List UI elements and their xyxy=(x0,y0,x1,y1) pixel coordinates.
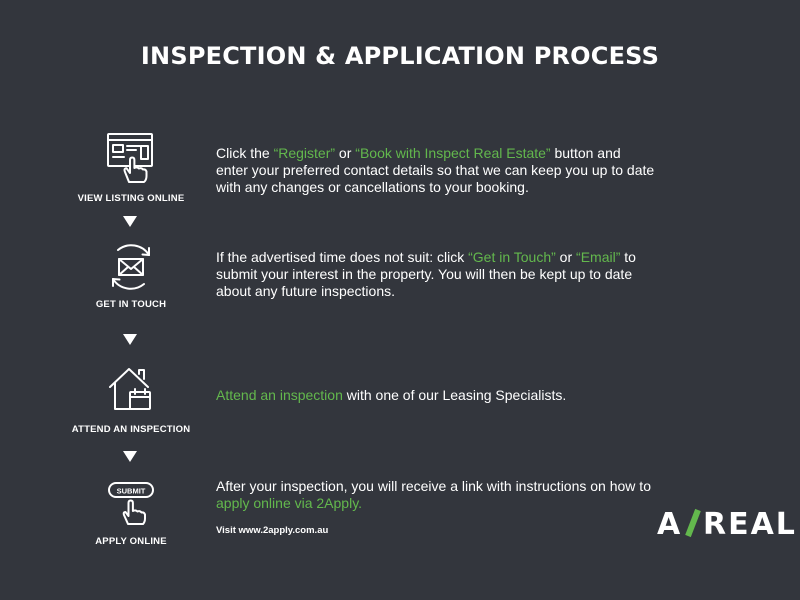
highlight-text: Attend an inspection xyxy=(216,387,343,403)
description-text: with one of our Leasing Specialists. xyxy=(342,387,567,403)
step-description-attend-inspection: Attend an inspection with one of our Lea… xyxy=(216,387,656,404)
description-text: or xyxy=(335,145,356,161)
visit-2apply-text: Visit www.2apply.com.au xyxy=(216,525,329,536)
a-real-logo: A REAL xyxy=(657,503,800,543)
highlight-text: “Get in Touch” xyxy=(468,249,556,265)
description-text: or xyxy=(555,249,577,265)
step-description-apply-online: After your inspection, you will receive … xyxy=(216,478,656,512)
step-label-get-in-touch: GET IN TOUCH xyxy=(95,299,167,310)
down-arrow-icon xyxy=(123,334,137,345)
listing-click-icon xyxy=(107,133,153,183)
highlight-text: apply online via 2Apply. xyxy=(216,495,363,511)
description-text: Click the xyxy=(216,145,274,161)
submit-click-icon: SUBMIT xyxy=(108,482,154,525)
logo-word-real: REAL xyxy=(703,507,797,542)
highlight-text: “Email” xyxy=(576,249,621,265)
step-description-get-in-touch: If the advertised time does not suit: cl… xyxy=(216,249,656,300)
highlight-text: “Book with Inspect Real Estate” xyxy=(355,145,551,161)
submit-text: SUBMIT xyxy=(117,487,146,496)
down-arrow-icon xyxy=(123,451,137,462)
house-calendar-icon xyxy=(109,368,151,410)
down-arrow-icon xyxy=(123,216,137,227)
highlight-text: “Register” xyxy=(273,145,336,161)
description-text: If the advertised time does not suit: cl… xyxy=(216,249,469,265)
step-label-view-listing: VIEW LISTING ONLINE xyxy=(77,193,185,204)
envelope-refresh-icon xyxy=(112,244,150,290)
step-label-attend-inspection: ATTEND AN INSPECTION xyxy=(71,424,191,435)
description-text: button and enter your preferred contact … xyxy=(216,145,655,195)
logo-letter-a: A xyxy=(657,507,682,542)
step-label-apply-online: APPLY ONLINE xyxy=(95,536,167,547)
step-description-view-listing: Click the “Register” or “Book with Inspe… xyxy=(216,145,656,196)
description-text: After your inspection, you will receive … xyxy=(216,478,651,494)
description-text: to submit your interest in the property.… xyxy=(216,249,636,299)
page-title: INSPECTION & APPLICATION PROCESS xyxy=(140,42,660,70)
